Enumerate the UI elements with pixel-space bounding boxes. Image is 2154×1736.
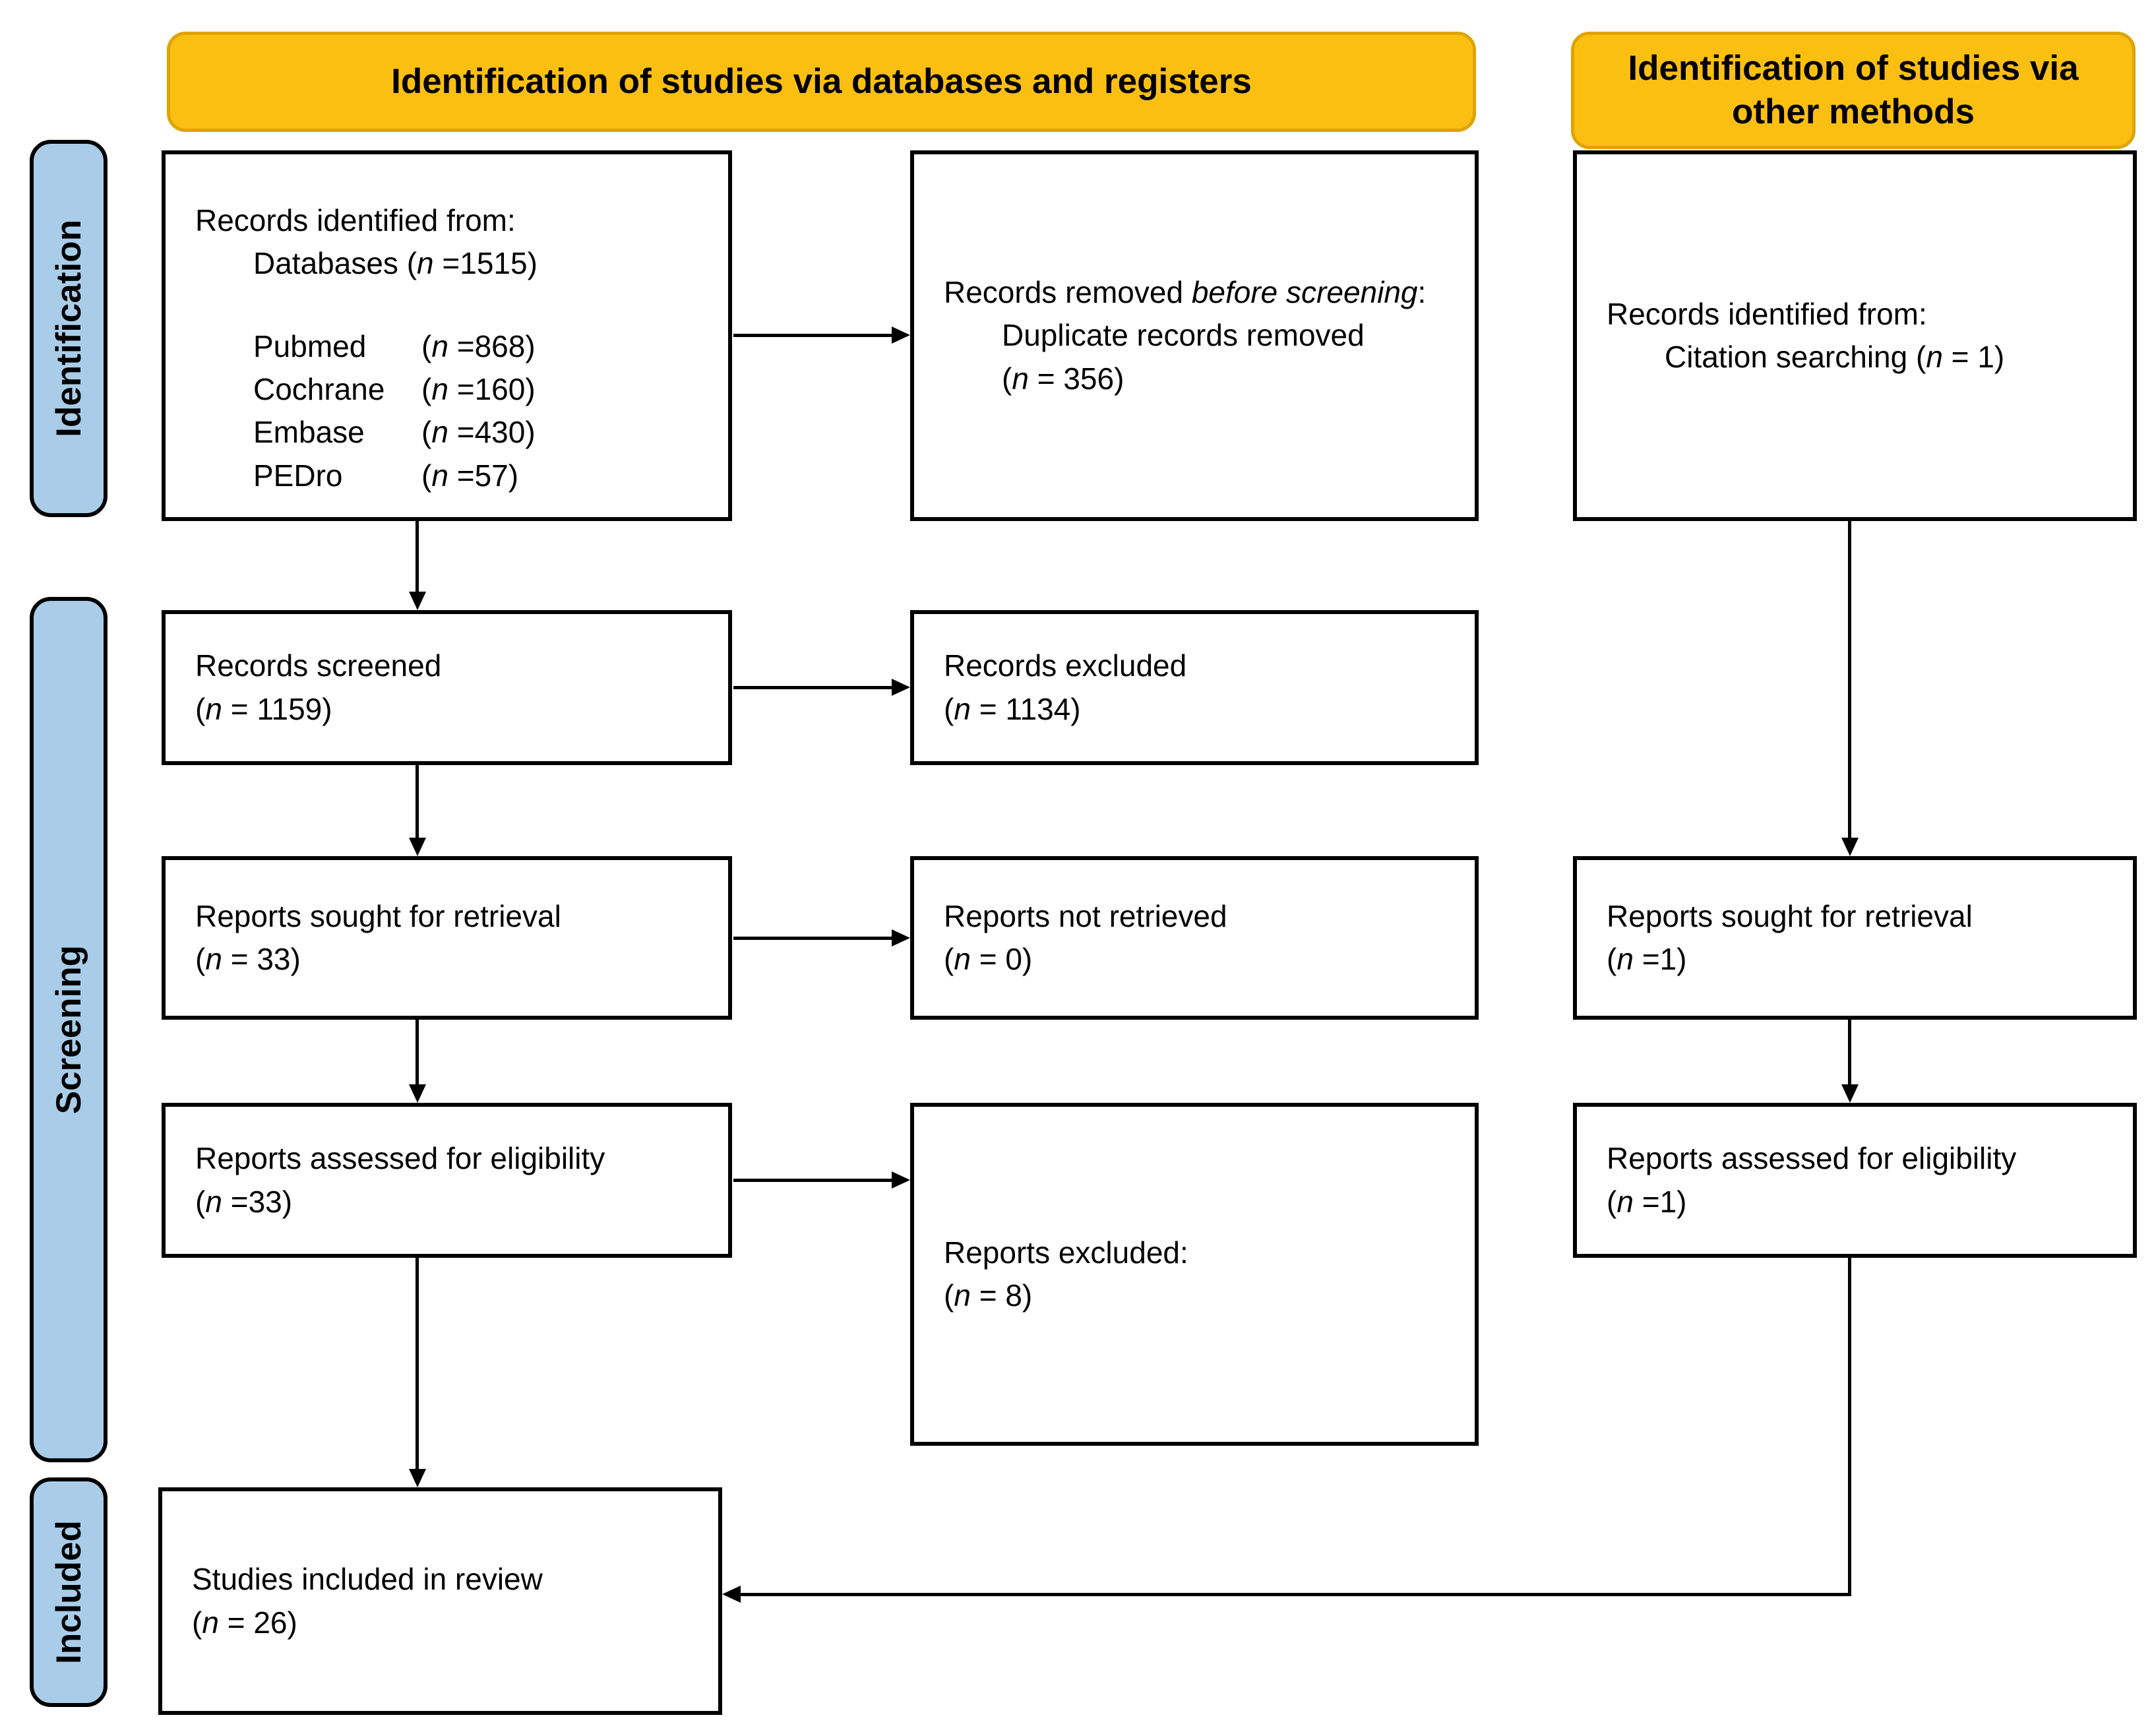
- arrowhead-citation-to-sought: [1841, 838, 1859, 856]
- records-removed-count: (n = 356): [1002, 361, 1124, 396]
- box-reports-sought-db: Reports sought for retrieval (n = 33): [162, 856, 732, 1020]
- source-name: Pubmed: [253, 328, 367, 363]
- reports-sought-db-title: Reports sought for retrieval: [195, 898, 561, 933]
- box-studies-included: Studies included in review (n = 26): [158, 1487, 722, 1715]
- arrow-assessed-to-included: [415, 1258, 419, 1470]
- source-row: Cochrane (n =160): [253, 368, 698, 411]
- arrowhead-assessed-to-reports-excluded: [892, 1171, 910, 1189]
- spacer: [195, 286, 698, 325]
- box-records-excluded: Records excluded (n = 1134): [910, 610, 1479, 765]
- phase-identification-label: Identification: [49, 220, 88, 437]
- box-reports-assessed-other: Reports assessed for eligibility (n =1): [1573, 1103, 2137, 1258]
- arrow-identified-to-removed: [733, 334, 894, 337]
- reports-sought-other-title: Reports sought for retrieval: [1607, 898, 1973, 933]
- arrow-assessed-other-elbow-horizontal: [738, 1593, 1851, 1596]
- source-name: PEDro: [253, 458, 343, 493]
- records-excluded-count: (n = 1134): [944, 691, 1081, 726]
- source-row: Embase (n =430): [253, 411, 698, 454]
- arrowhead-identified-to-screened: [409, 592, 426, 610]
- arrow-screened-to-sought: [415, 765, 419, 839]
- reports-excluded-title: Reports excluded:: [944, 1235, 1188, 1270]
- phase-screening-label: Screening: [49, 945, 88, 1115]
- box-reports-assessed-db: Reports assessed for eligibility (n =33): [162, 1103, 732, 1258]
- box-records-removed: Records removed before screening: Duplic…: [910, 150, 1479, 521]
- citation-identified-detail: Citation searching (n = 1): [1665, 340, 2005, 374]
- banner-databases-registers-label: Identification of studies via databases …: [391, 61, 1252, 101]
- arrowhead-screened-to-sought: [409, 838, 426, 856]
- arrowhead-sought-to-assessed: [409, 1084, 426, 1103]
- arrow-screened-to-excluded: [733, 686, 894, 689]
- citation-identified-title: Records identified from:: [1607, 296, 1927, 331]
- banner-databases-registers: Identification of studies via databases …: [167, 32, 1476, 132]
- arrow-citation-to-sought: [1848, 521, 1851, 839]
- arrowhead-sought-to-not-retrieved: [892, 929, 910, 946]
- source-count: (n =868): [421, 328, 536, 363]
- reports-sought-db-count: (n = 33): [195, 942, 301, 976]
- box-reports-sought-other: Reports sought for retrieval (n =1): [1573, 856, 2137, 1020]
- reports-not-retrieved-count: (n = 0): [944, 942, 1033, 976]
- phase-screening: Screening: [30, 597, 108, 1462]
- reports-assessed-db-title: Reports assessed for eligibility: [195, 1141, 605, 1176]
- reports-assessed-db-count: (n =33): [195, 1184, 293, 1219]
- box-reports-not-retrieved: Reports not retrieved (n = 0): [910, 856, 1479, 1020]
- box-reports-excluded: Reports excluded: (n = 8): [910, 1103, 1479, 1446]
- banner-other-methods: Identification of studies via other meth…: [1571, 32, 2136, 149]
- box-citation-identified: Records identified from: Citation search…: [1573, 150, 2137, 521]
- source-name: Embase: [253, 415, 365, 450]
- source-count: (n =160): [421, 372, 536, 407]
- arrow-sought-to-not-retrieved: [733, 937, 894, 940]
- studies-included-title: Studies included in review: [192, 1562, 543, 1597]
- arrowhead-identified-to-removed: [892, 326, 910, 344]
- reports-excluded-count: (n = 8): [944, 1278, 1033, 1313]
- records-removed-title: Records removed before screening:: [944, 275, 1427, 310]
- phase-identification: Identification: [30, 140, 108, 517]
- records-screened-count: (n = 1159): [195, 691, 332, 726]
- source-count: (n =430): [421, 415, 536, 450]
- arrowhead-screened-to-excluded: [892, 679, 910, 696]
- phase-included-label: Included: [49, 1520, 88, 1664]
- reports-not-retrieved-title: Reports not retrieved: [944, 898, 1227, 933]
- phase-included: Included: [30, 1477, 108, 1707]
- arrowhead-other-to-included: [722, 1586, 741, 1603]
- box-records-identified: Records identified from: Databases (n =1…: [162, 150, 732, 521]
- reports-sought-other-count: (n =1): [1607, 942, 1687, 976]
- arrowhead-sought-other-to-assessed: [1841, 1084, 1859, 1103]
- source-row: PEDro (n =57): [253, 454, 698, 497]
- records-removed-duplicates: Duplicate records removed: [1002, 318, 1365, 353]
- box-records-screened: Records screened (n = 1159): [162, 610, 732, 765]
- arrow-assessed-to-reports-excluded: [733, 1179, 894, 1182]
- arrow-identified-to-screened: [415, 521, 419, 593]
- reports-assessed-other-count: (n =1): [1607, 1184, 1687, 1219]
- arrow-assessed-other-elbow-vertical: [1848, 1258, 1851, 1596]
- studies-included-count: (n = 26): [192, 1605, 297, 1640]
- source-count: (n =57): [421, 458, 519, 493]
- records-excluded-title: Records excluded: [944, 648, 1187, 683]
- records-identified-title: Records identified from:: [195, 203, 516, 237]
- records-identified-databases: Databases (n =1515): [253, 246, 538, 281]
- arrow-sought-other-to-assessed: [1848, 1020, 1851, 1086]
- banner-other-methods-label: Identification of studies via other meth…: [1628, 48, 2079, 131]
- arrowhead-assessed-to-included: [409, 1469, 426, 1487]
- reports-assessed-other-title: Reports assessed for eligibility: [1607, 1141, 2017, 1176]
- arrow-sought-to-assessed: [415, 1020, 419, 1086]
- source-row: Pubmed (n =868): [253, 325, 698, 368]
- source-name: Cochrane: [253, 372, 385, 407]
- records-screened-title: Records screened: [195, 648, 442, 683]
